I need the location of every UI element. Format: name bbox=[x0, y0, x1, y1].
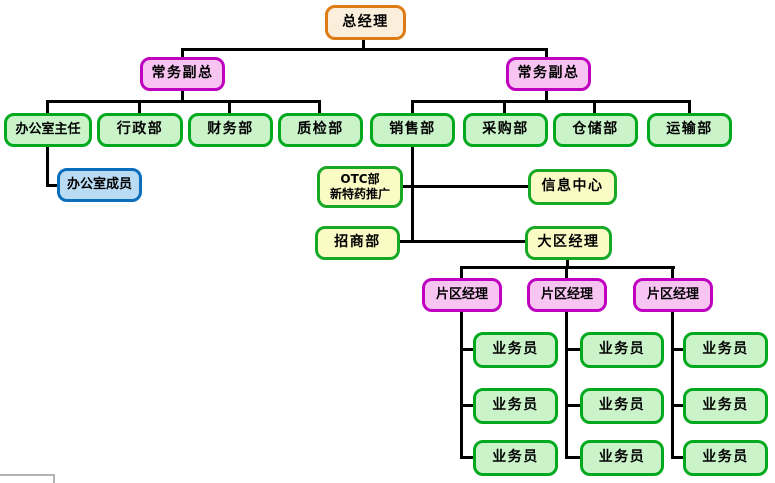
connector-line bbox=[671, 456, 683, 459]
org-node-salesperson-1-3[interactable]: 业务员 bbox=[473, 440, 558, 476]
org-node-transport-dept[interactable]: 运输部 bbox=[647, 113, 732, 147]
connector-line bbox=[46, 100, 49, 113]
org-node-info-center[interactable]: 信息中心 bbox=[528, 169, 617, 205]
org-node-sales-dept[interactable]: 销售部 bbox=[370, 113, 455, 147]
connector-line bbox=[565, 404, 580, 407]
org-node-district-manager-3[interactable]: 片区经理 bbox=[633, 278, 713, 312]
org-node-executive-vp-left[interactable]: 常务副总 bbox=[140, 57, 225, 91]
connector-line bbox=[565, 348, 580, 351]
org-node-general-manager[interactable]: 总经理 bbox=[325, 5, 406, 40]
connector-line bbox=[411, 100, 414, 113]
org-node-admin-dept[interactable]: 行政部 bbox=[97, 113, 183, 147]
connector-line bbox=[503, 100, 506, 113]
connector-line bbox=[403, 185, 528, 188]
connector-line bbox=[460, 266, 463, 278]
connector-line bbox=[460, 456, 473, 459]
connector-line bbox=[671, 348, 683, 351]
connector-line bbox=[593, 100, 596, 113]
org-node-salesperson-3-1[interactable]: 业务员 bbox=[683, 332, 768, 368]
connector-line bbox=[688, 100, 691, 113]
org-node-office-director[interactable]: 办公室主任 bbox=[4, 113, 92, 147]
connector-line bbox=[411, 147, 414, 243]
connector-line bbox=[565, 456, 580, 459]
connector-line bbox=[460, 404, 473, 407]
org-node-salesperson-2-2[interactable]: 业务员 bbox=[580, 388, 664, 424]
connector-line bbox=[545, 48, 548, 57]
org-node-regional-manager[interactable]: 大区经理 bbox=[525, 226, 612, 260]
connector-line bbox=[545, 91, 548, 103]
connector-line bbox=[46, 184, 57, 187]
connector-line bbox=[400, 240, 525, 243]
crop-mark bbox=[53, 474, 55, 483]
org-node-purchasing-dept[interactable]: 采购部 bbox=[463, 113, 548, 147]
org-node-salesperson-2-3[interactable]: 业务员 bbox=[580, 440, 664, 476]
crop-mark bbox=[0, 474, 55, 476]
connector-line bbox=[460, 348, 473, 351]
org-node-warehouse-dept[interactable]: 仓储部 bbox=[553, 113, 638, 147]
org-node-salesperson-3-2[interactable]: 业务员 bbox=[683, 388, 768, 424]
connector-line bbox=[460, 312, 463, 459]
connector-line bbox=[565, 312, 568, 459]
connector-line bbox=[318, 100, 321, 113]
connector-line bbox=[46, 100, 321, 103]
org-node-district-manager-2[interactable]: 片区经理 bbox=[527, 278, 607, 312]
connector-line bbox=[362, 40, 365, 51]
org-node-office-members[interactable]: 办公室成员 bbox=[57, 168, 142, 202]
org-node-salesperson-3-3[interactable]: 业务员 bbox=[683, 440, 768, 476]
org-node-quality-dept[interactable]: 质检部 bbox=[278, 113, 363, 147]
connector-line bbox=[671, 312, 674, 459]
connector-line bbox=[46, 147, 49, 187]
connector-line bbox=[228, 100, 231, 113]
org-node-otc-newdrug-dept[interactable]: OTC部 新特药推广 bbox=[317, 166, 403, 208]
connector-line bbox=[566, 260, 569, 269]
org-node-finance-dept[interactable]: 财务部 bbox=[188, 113, 273, 147]
org-node-salesperson-1-2[interactable]: 业务员 bbox=[473, 388, 558, 424]
connector-line bbox=[565, 266, 568, 278]
org-node-executive-vp-right[interactable]: 常务副总 bbox=[506, 57, 591, 91]
connector-line bbox=[181, 48, 548, 51]
connector-line bbox=[181, 91, 184, 103]
connector-line bbox=[671, 404, 683, 407]
org-node-salesperson-1-1[interactable]: 业务员 bbox=[473, 332, 558, 368]
connector-line bbox=[411, 100, 691, 103]
org-node-district-manager-1[interactable]: 片区经理 bbox=[422, 278, 502, 312]
org-node-merchant-dept[interactable]: 招商部 bbox=[315, 226, 400, 260]
connector-line bbox=[181, 48, 184, 57]
connector-line bbox=[671, 266, 674, 278]
connector-line bbox=[138, 100, 141, 113]
org-node-salesperson-2-1[interactable]: 业务员 bbox=[580, 332, 664, 368]
